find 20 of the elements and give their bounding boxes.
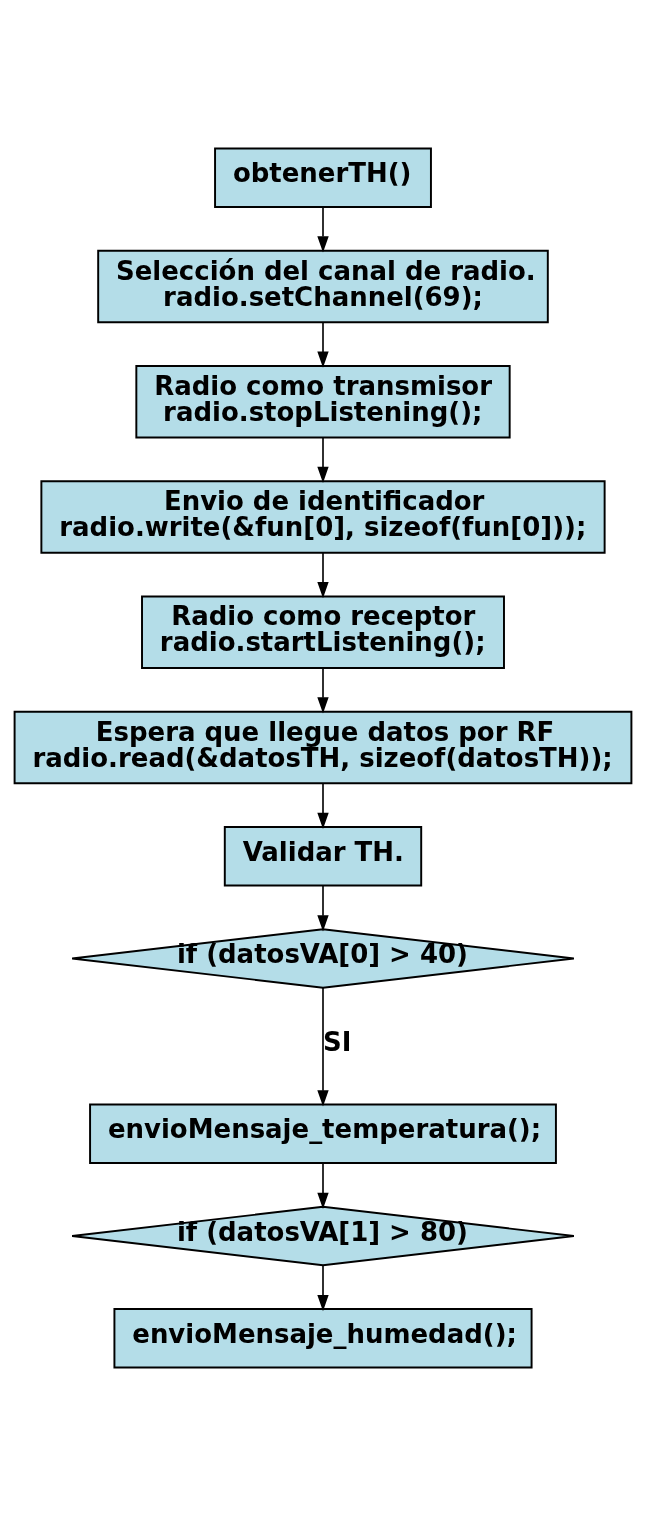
node-box: Selección del canal de radio. radio.setChannel(69);	[97, 249, 549, 324]
edge-label: SI	[323, 1026, 352, 1057]
arrow	[317, 667, 329, 714]
arrow	[317, 782, 329, 830]
node-box: obtenerTH()	[214, 147, 432, 208]
arrow	[317, 1264, 329, 1312]
node-box: Espera que llegue datos por RF radio.read(&datosTH, sizeof(datosTH));	[13, 710, 633, 785]
arrow	[317, 552, 329, 599]
arrow	[317, 436, 329, 483]
arrow	[317, 1162, 329, 1210]
node-box: Radio como receptor radio.startListening();	[141, 595, 505, 669]
arrow	[317, 885, 329, 932]
arrow	[317, 206, 329, 253]
node-box: Validar TH.	[223, 826, 423, 887]
node-box: envioMensaje_humedad();	[113, 1308, 533, 1369]
node-box: Envio de identificador radio.write(&fun[0], sizeof(fun[0]));	[40, 480, 606, 554]
arrow	[317, 321, 329, 368]
node-box: Radio como transmisor radio.stopListening();	[135, 365, 511, 439]
arrow	[317, 986, 329, 1107]
node-box: envioMensaje_temperatura();	[89, 1103, 557, 1164]
